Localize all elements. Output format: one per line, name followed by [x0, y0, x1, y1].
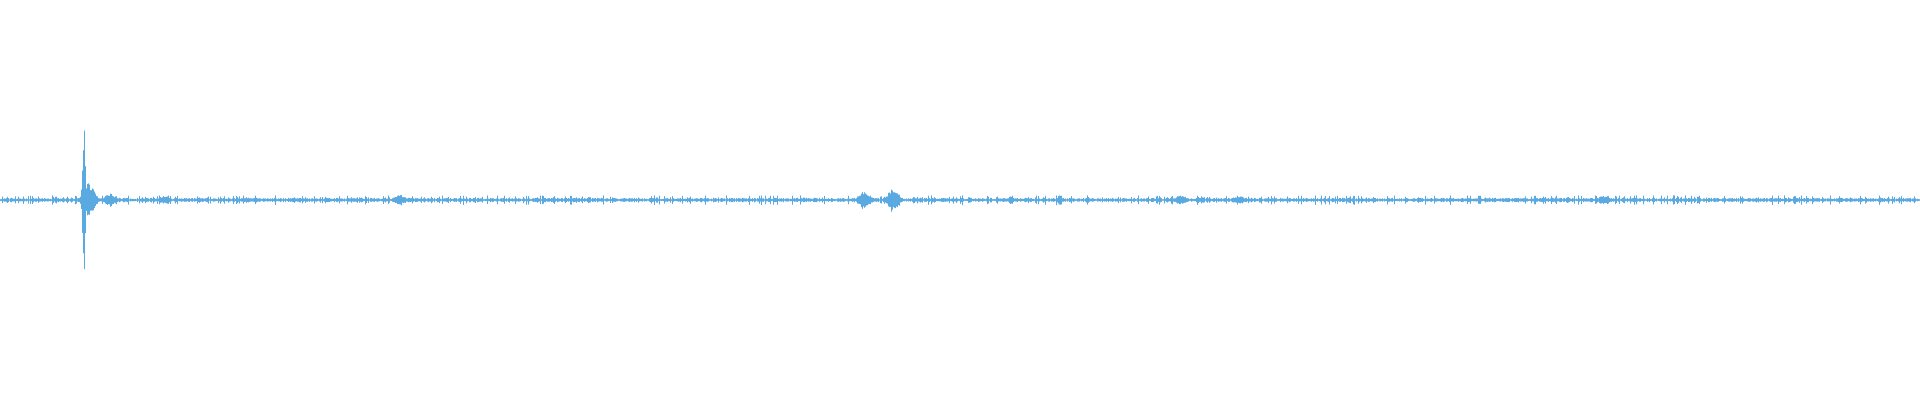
waveform-signal: [0, 130, 1920, 270]
